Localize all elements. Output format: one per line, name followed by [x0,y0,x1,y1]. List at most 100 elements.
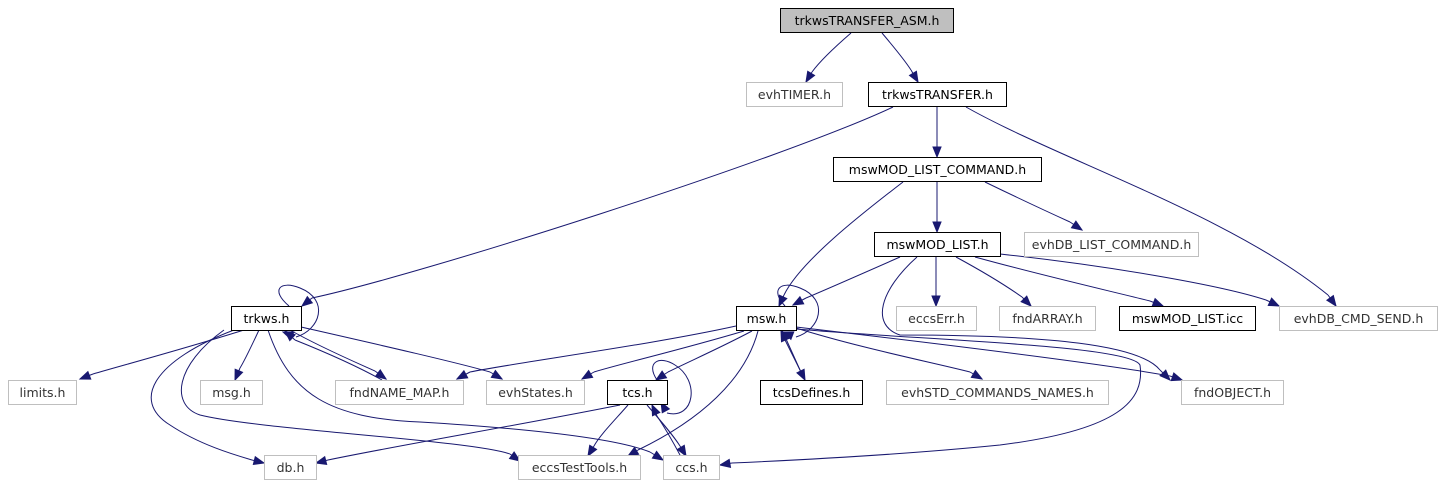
edge-line [294,339,383,381]
edge-line-end [649,451,664,461]
edge-line [289,329,376,372]
node-evhSTD_COMMANDS_NAMES: evhSTD_COMMANDS_NAMES.h [886,380,1109,405]
node-label: mswMOD_LIST_COMMAND.h [849,162,1026,177]
edge-line-end [489,371,503,380]
edge-line-end [587,445,595,457]
node-trkws[interactable]: trkws.h [231,306,302,331]
node-box [760,380,863,405]
node-mswMOD_LIST_icc[interactable]: mswMOD_LIST.icc [1119,306,1256,331]
edge-line-end [284,330,296,341]
edge-line-end [1021,296,1032,307]
edge-line [92,329,245,375]
node-db: db.h [264,455,317,480]
node-evhDB_LIST_COMMAND: evhDB_LIST_COMMAND.h [1024,232,1199,257]
edge-line-end [374,370,387,380]
node-box [999,306,1096,331]
edge-trkws-to-fndNAME_MAP [289,329,388,380]
node-msw[interactable]: msw.h [736,306,797,331]
edge-tcsDefines-to-msw [780,329,806,381]
node-label: msg.h [212,385,251,400]
node-box [1279,306,1438,331]
edge-mswMOD_LIST-to-msw [791,256,901,306]
edge-line [785,341,806,381]
edge-line [999,253,1267,301]
edge-line-end [792,297,807,306]
edge-line-end [651,404,658,417]
edge-line-end [1149,300,1164,307]
node-box [780,8,954,33]
node-box [874,232,1001,257]
node-label: eccsTestTools.h [532,460,627,475]
edge-trkwsTRANSFER-to-evhDB_CMD_SEND [965,106,1337,308]
node-label: fndNAME_MAP.h [350,385,450,400]
node-fndARRAY: fndARRAY.h [999,306,1096,331]
edge-line-end [805,71,813,83]
node-fndNAME_MAP: fndNAME_MAP.h [335,380,464,405]
node-label: eccsErr.h [908,311,965,326]
edge-line [667,330,753,373]
edge-line-end [910,69,919,83]
edge-line [327,404,621,461]
edge-mswMOD_LIST-to-evhDB_CMD_SEND [999,253,1281,307]
edge-trkwsTRANSFER-to-mswMOD_LIST_COMMAND [932,107,942,159]
edge-msw-to-evhSTD_COMMANDS_NAMES [795,327,984,380]
edge-fndNAME_MAP-to-trkws [283,330,383,381]
edge-line [811,32,852,73]
node-label: limits.h [20,385,66,400]
edge-line [300,326,491,373]
edge-msw-to-fndNAME_MAP [455,325,737,380]
edge-mswMOD_LIST_COMMAND-to-mswMOD_LIST [932,182,942,234]
edge-trkwsTRANSFER-to-trkws [300,106,894,307]
edge-line-end [655,371,669,381]
node-evhDB_CMD_SEND: evhDB_CMD_SEND.h [1279,306,1438,331]
edge-line [239,329,260,369]
node-trkwsTRANSFER[interactable]: trkwsTRANSFER.h [868,82,1007,107]
node-tcsDefines[interactable]: tcsDefines.h [760,380,863,405]
edge-line [783,181,904,296]
edge-line-end [719,462,733,466]
edge-msw-to-msw [777,284,819,341]
edge-mswMOD_LIST-to-fndARRAY [955,256,1032,307]
edge-trkws-to-evhStates [300,326,504,380]
node-msg: msg.h [200,380,263,405]
node-mswMOD_LIST_COMMAND[interactable]: mswMOD_LIST_COMMAND.h [833,157,1042,182]
node-box [264,455,317,480]
node-box [1119,306,1256,331]
edge-trkws-to-ccs [267,329,665,461]
edge-line [656,415,681,456]
node-eccsErr: eccsErr.h [896,306,977,331]
edge-trkws-to-limits [78,329,245,380]
edge-root-to-evhTIMER [805,32,852,84]
edge-line [795,327,971,373]
node-tcs[interactable]: tcs.h [607,380,668,405]
node-limits: limits.h [8,380,77,405]
edge-line [637,330,759,451]
node-box [1024,232,1199,257]
node-box [746,82,843,107]
edge-line [795,326,1171,377]
edge-line-end [301,297,313,307]
node-evhStates: evhStates.h [486,380,585,405]
edge-line [469,325,737,373]
node-fndOBJECT: fndOBJECT.h [1181,380,1284,405]
edge-line-end [456,371,471,380]
edge-line-end [315,459,329,464]
node-label: mswMOD_LIST.icc [1132,311,1243,326]
node-label: ccs.h [675,460,707,475]
node-label: evhDB_CMD_SEND.h [1294,311,1424,326]
edge-line-end [251,459,265,464]
node-label: trkws.h [244,311,290,326]
edge-msw-to-fndOBJECT [795,326,1184,382]
node-root: trkwsTRANSFER_ASM.h [780,8,954,33]
node-box [518,455,641,480]
node-ccs: ccs.h [663,455,720,480]
edge-line-end [79,373,94,380]
edge-line-end [679,445,687,457]
edge-line-end [1327,294,1337,307]
edge-line [311,106,894,299]
node-box [833,157,1042,182]
node-box [886,380,1109,405]
edge-mswMOD_LIST_COMMAND-to-msw [778,181,904,308]
edge-tcs-to-db [314,404,621,466]
node-mswMOD_LIST[interactable]: mswMOD_LIST.h [874,232,1001,257]
